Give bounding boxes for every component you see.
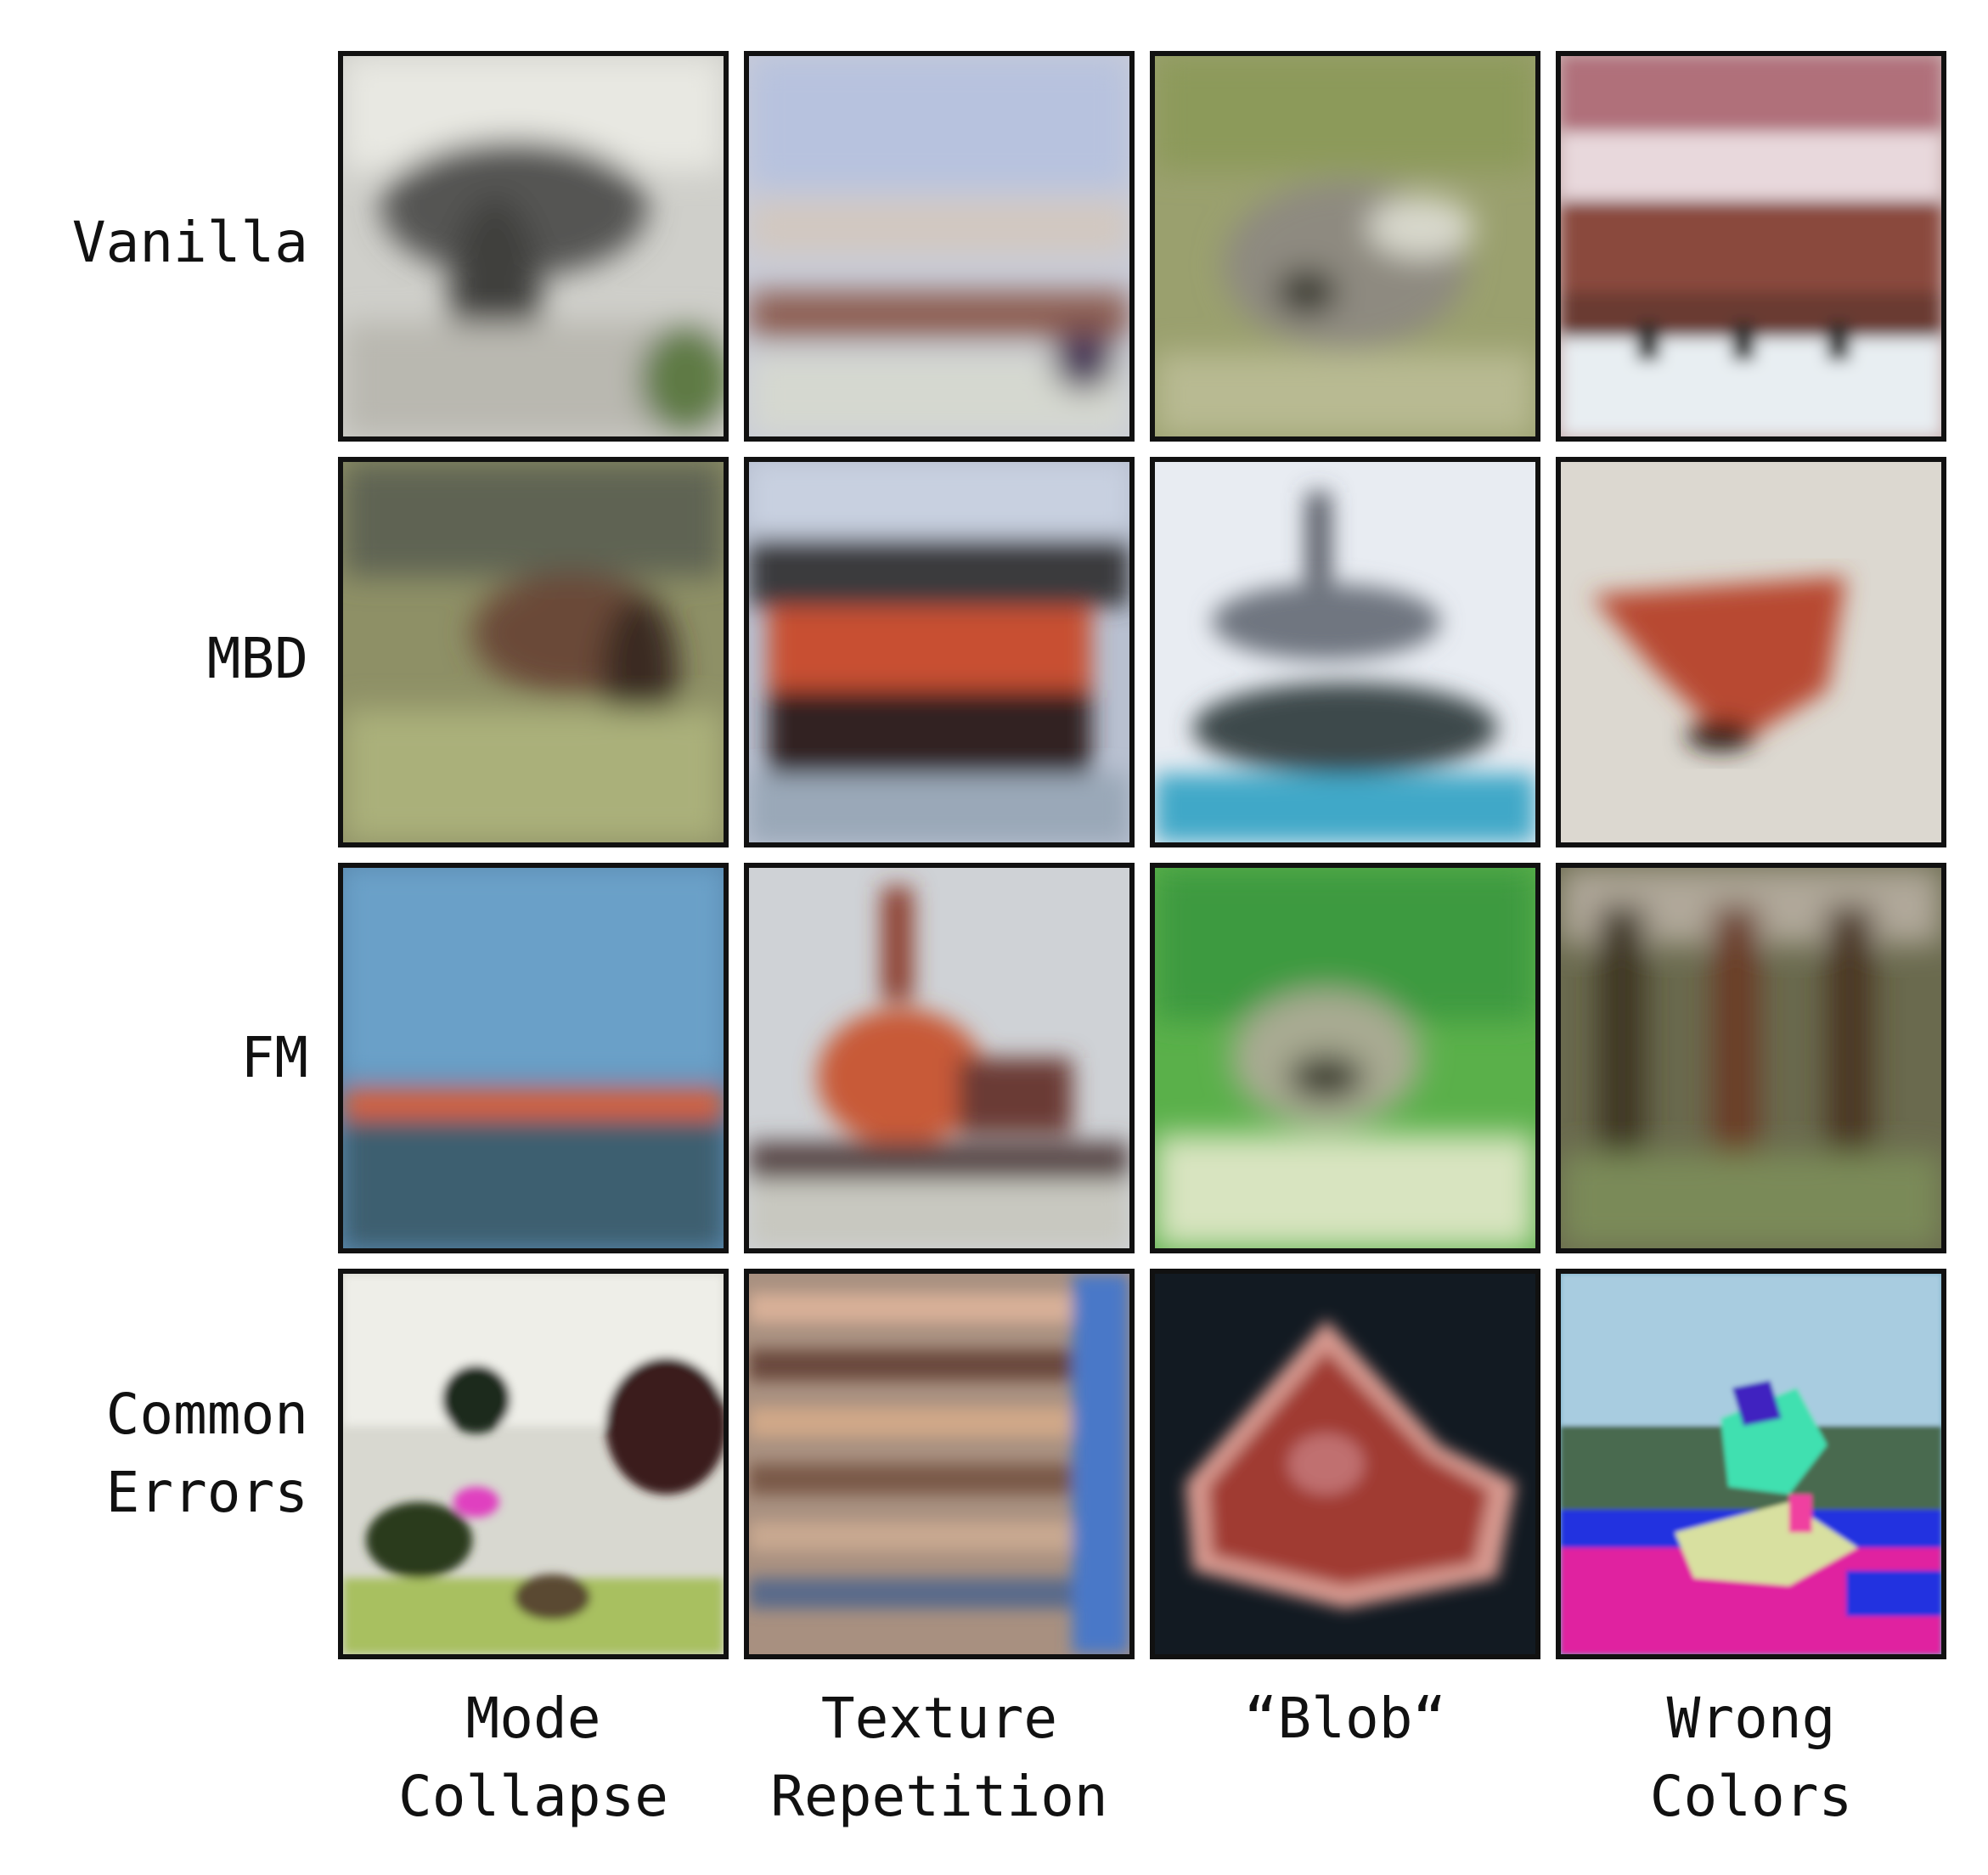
sample-image-error-mode-collapse [338,1269,729,1659]
sample-image-vanilla-wrong-colors [1556,51,1946,442]
row-label-mbd: MBD [206,626,308,691]
row-label-fm: FM [240,1025,308,1090]
col-label-wrong-colors: Wrong Colors [1649,1686,1853,1829]
sample-image-vanilla-mode-collapse [338,51,729,442]
sample-image-mbd-mode-collapse [338,457,729,847]
sample-image-fm-texture-repetition [744,863,1135,1253]
sample-image-error-texture-repetition [744,1269,1135,1659]
sample-image-error-wrong-colors [1556,1269,1946,1659]
row-label-vanilla: Vanilla [71,210,308,275]
sample-image-fm-blob [1150,863,1540,1253]
sample-image-mbd-blob [1150,457,1540,847]
sample-image-error-blob [1150,1269,1540,1659]
sample-image-vanilla-blob [1150,51,1540,442]
sample-image-fm-wrong-colors [1556,863,1946,1253]
sample-image-vanilla-texture-repetition [744,51,1135,442]
sample-image-fm-mode-collapse [338,863,729,1253]
sample-image-mbd-texture-repetition [744,457,1135,847]
col-label-texture-repetition: Texture Repetition [770,1686,1108,1829]
col-label-mode-collapse: Mode Collapse [398,1686,668,1829]
row-label-common-errors: Common Errors [105,1382,308,1525]
col-label-blob: “Blob“ [1243,1686,1447,1751]
sample-image-mbd-wrong-colors [1556,457,1946,847]
